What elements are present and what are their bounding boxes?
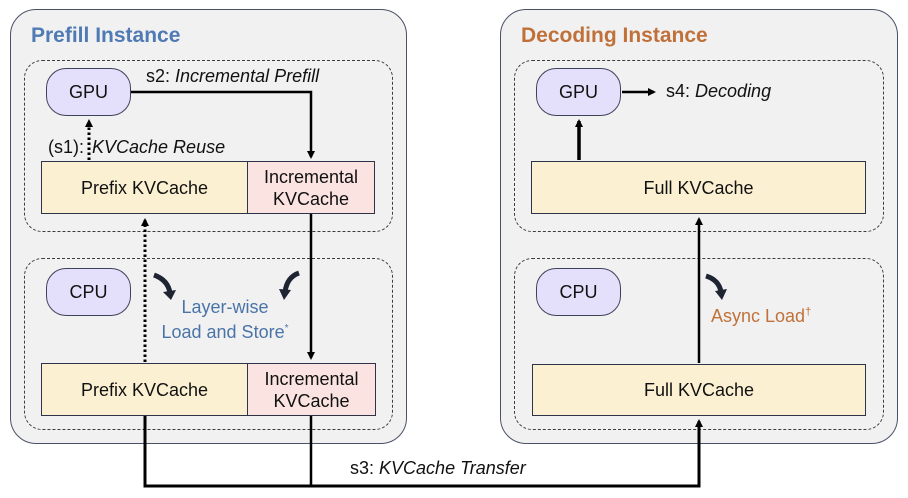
step-s1-prefix: (s1): (48, 137, 84, 157)
async-curved-arrow-head (715, 289, 727, 300)
async-load-text: Async Load (711, 306, 806, 326)
step-s4-prefix: s4: (666, 81, 691, 101)
decoding-cpu-full-kvcache: Full KVCache (532, 364, 866, 416)
incremental-line2: KVCache (272, 188, 350, 209)
decoding-cpu: CPU (536, 268, 621, 316)
prefill-cpu: CPU (46, 268, 131, 316)
prefill-gpu-tier (24, 60, 393, 232)
prefill-cpu-tier (24, 258, 393, 430)
async-footnote-mark: † (805, 306, 812, 318)
step-s3-label: s3: KVCache Transfer (350, 458, 526, 479)
step-s4-label: s4: Decoding (666, 81, 771, 102)
layerwise-curved-arrow-right-head (279, 289, 291, 300)
incremental-line1: Incremental (263, 166, 359, 187)
layerwise-load-store-note: Layer-wise Load and Store* (157, 296, 293, 343)
prefill-cpu-prefix-kvcache: Prefix KVCache (41, 363, 248, 416)
step-s1-text: KVCache Reuse (92, 137, 226, 157)
layerwise-curved-arrow-right (282, 270, 300, 293)
incremental-line2: KVCache (273, 390, 350, 411)
s2-arrow (131, 90, 315, 159)
decoding-instance-title: Decoding Instance (521, 24, 708, 47)
prefill-gpu: GPU (46, 68, 131, 116)
layerwise-footnote-mark: * (284, 323, 289, 334)
step-s2-prefix: s2: (146, 66, 171, 86)
async-load-note: Async Load† (711, 306, 811, 327)
decoding-gpu: GPU (536, 68, 621, 116)
step-s3-text: KVCache Transfer (379, 458, 526, 478)
layerwise-line2: Load and Store (161, 322, 285, 342)
step-s4-text: Decoding (695, 81, 772, 101)
prefill-gpu-prefix-kvcache: Prefix KVCache (41, 161, 248, 214)
incremental-line1: Incremental (264, 368, 359, 389)
decoding-gpu-full-kvcache: Full KVCache (531, 161, 866, 214)
step-s2-label: s2: Incremental Prefill (146, 66, 319, 87)
layerwise-curved-arrow-left-head (163, 290, 176, 300)
prefill-gpu-incremental-kvcache: Incremental KVCache (247, 161, 375, 214)
step-s2-text: Incremental Prefill (175, 66, 320, 86)
step-s1-label: (s1): KVCache Reuse (48, 137, 225, 158)
prefill-instance-title: Prefill Instance (31, 24, 181, 47)
layerwise-curved-arrow-left (153, 272, 173, 294)
prefill-cpu-incremental-kvcache: Incremental KVCache (247, 363, 376, 416)
transfer-line (143, 416, 703, 488)
layerwise-line1: Layer-wise (181, 297, 269, 317)
async-curved-arrow (705, 273, 724, 293)
step-s3-prefix: s3: (350, 458, 375, 478)
